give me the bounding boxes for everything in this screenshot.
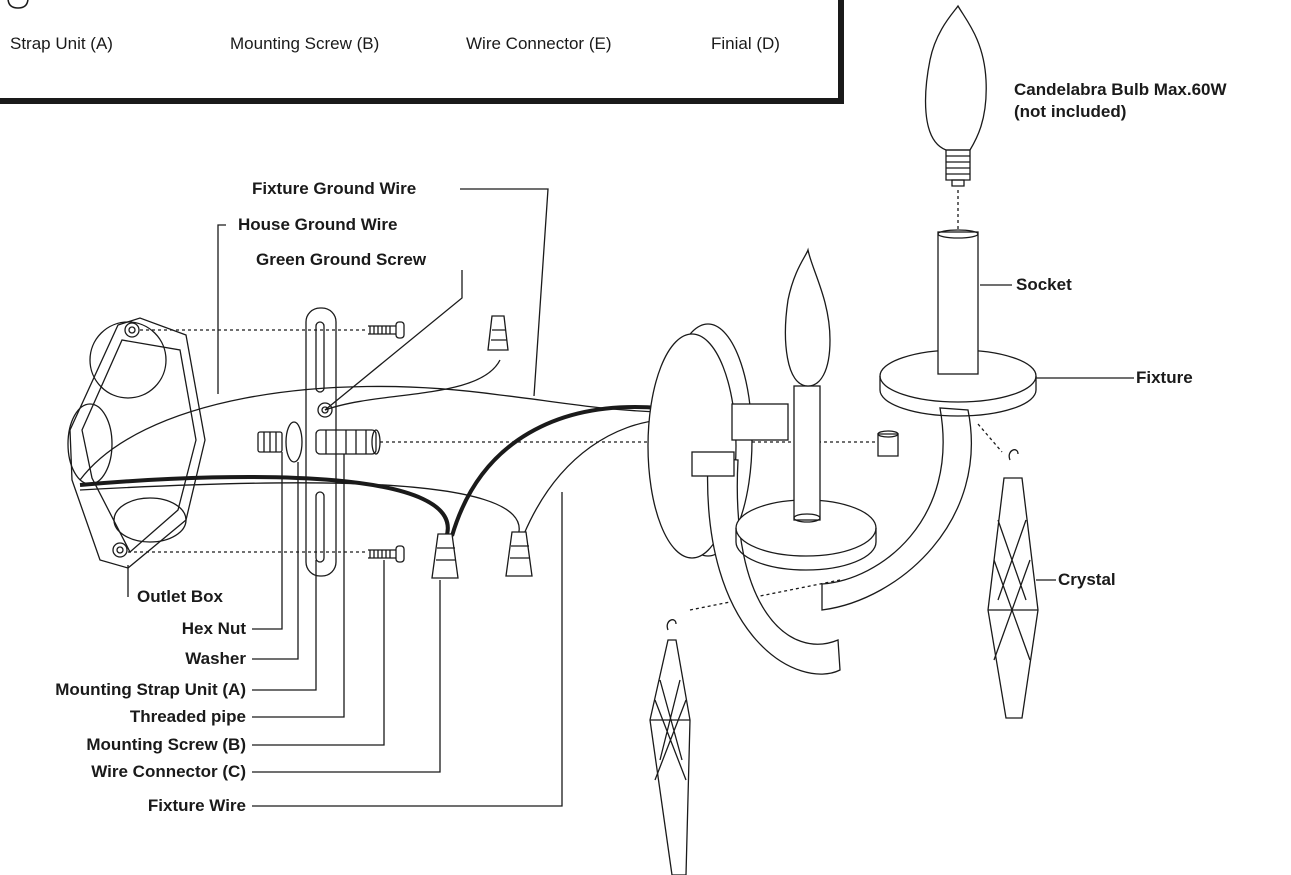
label-fixture-wire: Fixture Wire: [147, 796, 246, 815]
center-candle: [735, 247, 877, 571]
label-socket: Socket: [1016, 275, 1072, 294]
black-fixture-wire: [450, 405, 661, 537]
label-fixture: Fixture: [1136, 368, 1193, 387]
outlet-box: [67, 317, 206, 569]
label-washer: Washer: [185, 649, 246, 668]
label-green-ground-screw: Green Ground Screw: [256, 250, 427, 269]
label-house-ground-wire: House Ground Wire: [238, 215, 398, 234]
label-bulb-line1: Candelabra Bulb Max.60W: [1014, 80, 1227, 99]
finial: [877, 430, 899, 457]
label-crystal: Crystal: [1058, 570, 1116, 589]
wire-connector-black: [431, 533, 459, 579]
part-wire-connector-label: Wire Connector (E): [466, 34, 612, 53]
white-house-wire: [79, 482, 520, 537]
label-wire-connector: Wire Connector (C): [91, 762, 246, 781]
fixture-arm-upper: [821, 229, 1037, 611]
leader-lines: [127, 188, 1134, 807]
threaded-pipe: [315, 429, 381, 455]
label-mounting-strap-unit: Mounting Strap Unit (A): [55, 680, 246, 699]
label-threaded-pipe: Threaded pipe: [129, 707, 246, 726]
part-finial-label: Finial (D): [711, 34, 780, 53]
white-fixture-wire: [523, 419, 661, 535]
label-fixture-ground-wire: Fixture Ground Wire: [252, 179, 417, 198]
fixture-arm-lower: [691, 403, 841, 675]
black-house-wire: [79, 474, 450, 539]
wire-connector-white: [505, 531, 533, 577]
part-strap-unit-label: Strap Unit (A): [10, 34, 113, 53]
washer: [285, 421, 303, 463]
label-hex-nut: Hex Nut: [181, 619, 246, 638]
label-outlet-box: Outlet Box: [137, 587, 223, 606]
hex-nut: [257, 431, 283, 453]
candelabra-bulb: [924, 4, 987, 187]
wire-connector-top: [487, 315, 509, 351]
crystal-right: [987, 449, 1039, 719]
mounting-screw-bottom: [368, 545, 405, 563]
part-mounting-screw-label: Mounting Screw (B): [230, 34, 380, 53]
parts-list-box: Strap Unit (A) Mounting Screw (B) Wire C…: [0, 0, 840, 100]
house-ground-wire: [79, 385, 661, 481]
part-ring-icon: [7, 0, 29, 9]
label-bulb-line2: (not included): [1014, 102, 1127, 121]
fixture-ground-wire: [324, 359, 501, 411]
crystal-left: [649, 619, 691, 875]
mounting-screw-top: [368, 321, 405, 339]
label-mounting-screw: Mounting Screw (B): [86, 735, 246, 754]
